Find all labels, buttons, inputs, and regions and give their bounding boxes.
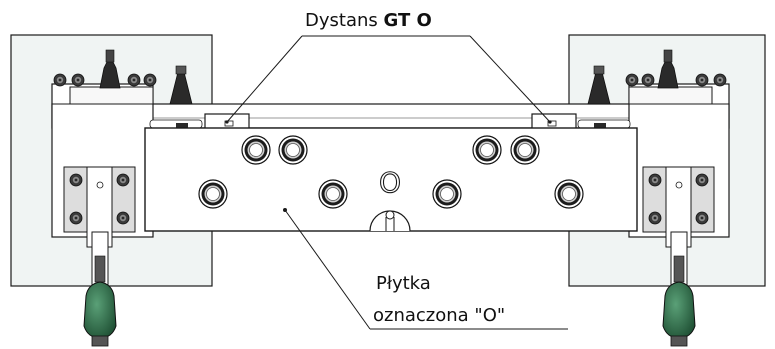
callout-dystans-code: GT O	[383, 10, 432, 31]
callout-dystans-text: Dystans	[305, 10, 378, 31]
leader-lines	[226, 35, 568, 330]
leader-dot-spacer-right	[548, 120, 552, 124]
right-top-hardware	[587, 49, 727, 105]
callout-dystans: Dystans GT O	[305, 10, 432, 32]
leader-dot-plate	[283, 208, 287, 212]
right-toggle-clamp	[642, 166, 715, 347]
leader-dot-spacer-left	[225, 120, 229, 124]
callout-plytka-line1: Płytka	[376, 273, 431, 294]
left-toggle-clamp	[63, 166, 136, 347]
plate-mark: O	[379, 166, 401, 199]
keyhole-notch	[369, 210, 411, 232]
left-top-hardware	[53, 49, 193, 105]
callout-plytka-line2: oznaczona "O"	[373, 305, 506, 326]
